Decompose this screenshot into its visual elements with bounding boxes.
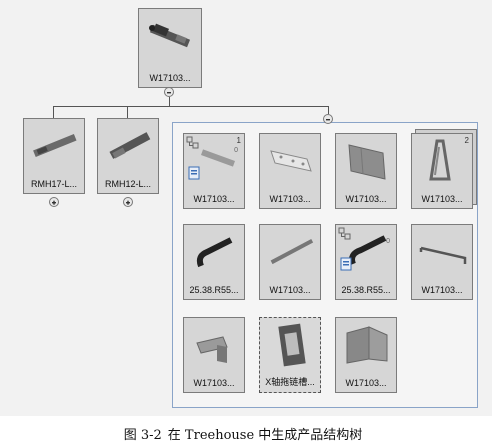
part-node[interactable]: W17103... [335,133,397,209]
part-node[interactable]: W17103... [183,317,245,393]
root-node-label: W17103... [149,73,191,83]
figure-caption-text: 在 Treehouse 中生成产品结构树 [167,428,363,443]
child-label: RMH17-L... [30,179,77,189]
part-label: 25.38.R55... [341,285,391,295]
perforated-plate-icon [270,150,312,172]
figure-number: 图 3-2 [123,428,162,443]
minus-icon [167,92,171,94]
child-label: RMH12-L... [104,179,151,189]
part-label: W17103... [193,378,235,388]
part-node[interactable]: 2 W17103... [411,133,473,209]
linear-module-icon [109,132,151,159]
rail-bar-icon [270,238,314,265]
quantity-badge: 1 [236,136,241,145]
angle-bracket-icon [196,336,228,363]
part-label: W17103... [345,378,387,388]
version-badge: 0 [234,147,238,154]
version-badge: 0 [386,238,390,245]
part-label: W17103... [421,194,463,204]
part-node[interactable]: W17103... [259,133,321,209]
structure-tree-canvas: W17103... RMH17-L... RMH12-L... [0,0,492,416]
branch-drop-2 [127,106,128,118]
part-node[interactable]: 0 25.38.R55... [335,224,397,300]
group-collapse-toggle[interactable] [323,114,333,124]
part-node[interactable]: W17103... [259,224,321,300]
part-label: X轴拖链槽... [265,377,315,387]
plus-icon [126,200,130,205]
root-assembly-node[interactable]: W17103... [138,8,202,88]
child-node-rmh17[interactable]: RMH17-L... [23,118,85,194]
frame-bracket-icon [419,246,467,264]
part-node-selected[interactable]: X轴拖链槽... [259,317,321,393]
branch-drop-3 [328,106,329,114]
figure-caption: 图 3-2 在 Treehouse 中生成产品结构树 [0,424,492,443]
quantity-badge: 2 [464,136,469,145]
branch-line [53,106,329,107]
plate-part-icon [188,149,236,180]
tree-overlay-icon [338,227,351,240]
part-node[interactable]: W17103... [335,317,397,393]
assembly-icon [149,23,191,48]
child-node-rmh12[interactable]: RMH12-L... [97,118,159,194]
sheet-metal-panel-icon [348,144,386,180]
part-node[interactable]: W17103... [411,224,473,300]
child1-expand-toggle[interactable] [49,197,59,207]
child2-expand-toggle[interactable] [123,197,133,207]
part-label: W17103... [421,285,463,295]
drag-chain-slot-icon [278,323,306,367]
plus-icon [52,200,56,205]
triangle-bracket-icon [429,139,451,181]
part-label: W17103... [345,194,387,204]
linear-module-icon [33,134,77,158]
cable-carrier-blue-icon [340,235,387,271]
root-collapse-toggle[interactable] [164,87,174,97]
cable-carrier-icon [196,237,233,268]
tree-overlay-icon [186,136,199,149]
branch-drop-1 [53,106,54,118]
folded-sheet-icon [346,326,388,364]
root-connector [169,97,170,107]
part-label: 25.38.R55... [189,285,239,295]
part-label: W17103... [269,285,311,295]
minus-icon [326,119,330,121]
part-label: W17103... [269,194,311,204]
part-node[interactable]: 1 0 W17103... [183,133,245,209]
part-label: W17103... [193,194,235,204]
part-node[interactable]: 25.38.R55... [183,224,245,300]
